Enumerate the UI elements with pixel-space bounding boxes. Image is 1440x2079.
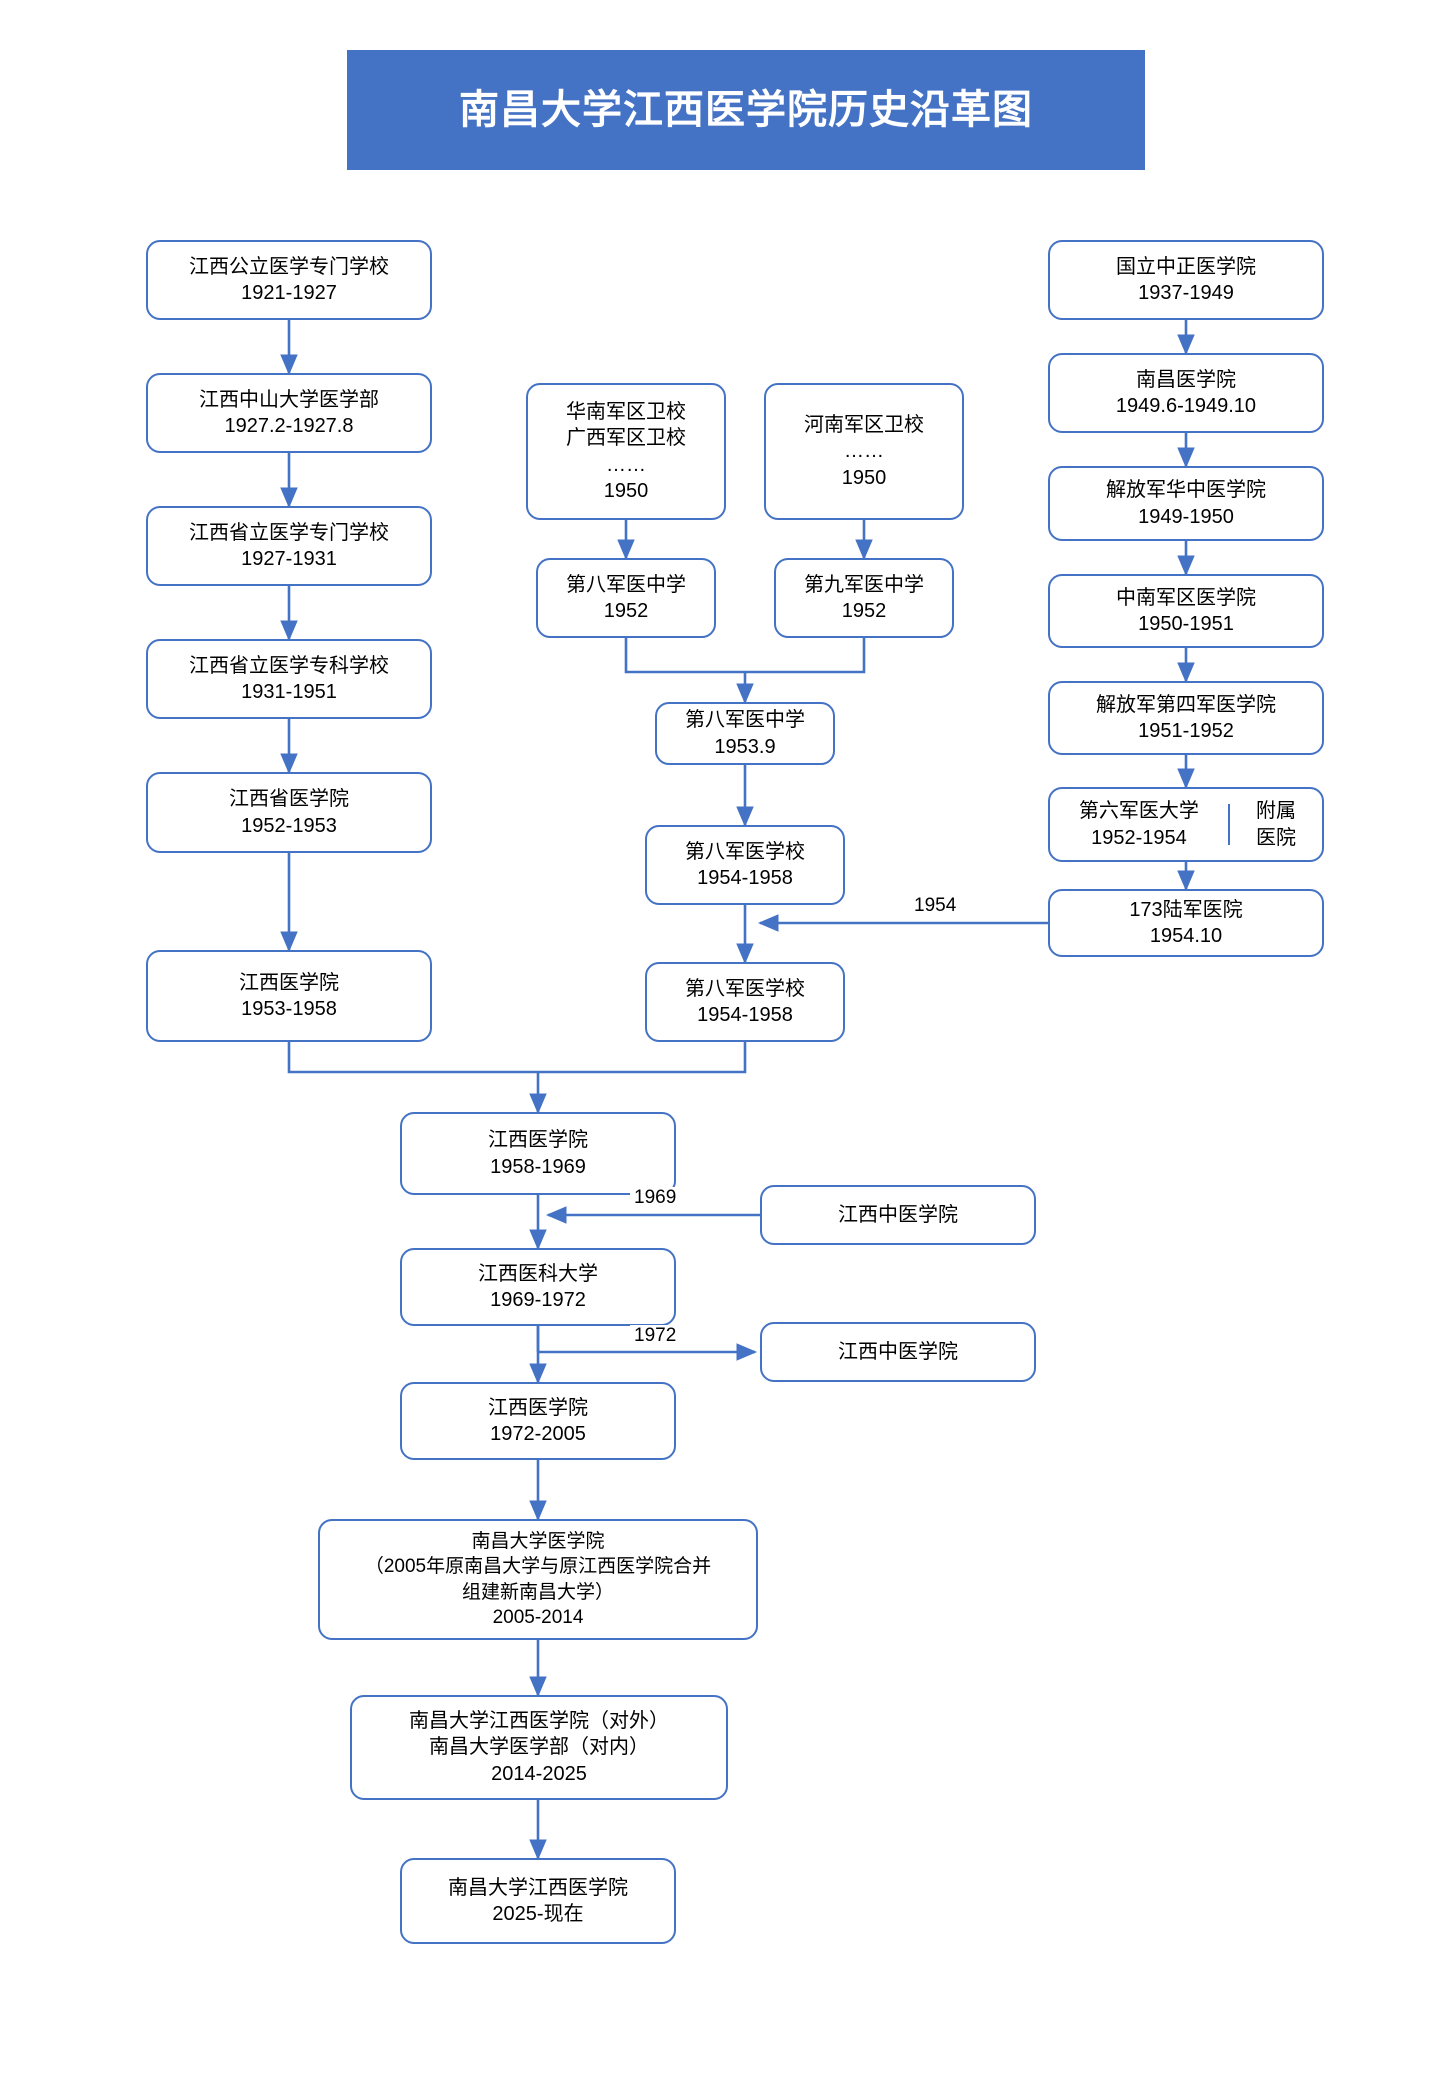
node-line: 第八军医中学 (566, 573, 686, 596)
page-title-text: 南昌大学江西医学院历史沿革图 (459, 88, 1033, 132)
node-line: 江西医学院 (239, 971, 339, 994)
node-line: 1951-1952 (1138, 720, 1234, 742)
node-huanan-guangxi-junqu-weixiao[interactable]: 华南军区卫校 广西军区卫校 …… 1950 (526, 383, 726, 520)
node-jiangxi-sheng-yixueyuan[interactable]: 江西省医学院 1952-1953 (146, 772, 432, 853)
node-divider (1227, 803, 1230, 846)
node-line: …… (844, 440, 884, 463)
node-diliu-junyi-daxue-main: 第六军医大学 1952-1954 (1050, 789, 1228, 860)
node-line: 1949-1950 (1138, 505, 1234, 528)
node-nanchang-daxue-yixueyuan[interactable]: 南昌大学医学院 （2005年原南昌大学与原江西医学院合并 组建新南昌大学） 20… (318, 1519, 758, 1640)
node-line: 江西中山大学医学部 (199, 388, 379, 411)
node-line: 1921-1927 (241, 282, 337, 304)
node-line: 附属 (1256, 800, 1296, 823)
node-jiangxi-zhongyi-xueyuan-1969[interactable]: 江西中医学院 (760, 1185, 1036, 1245)
node-line: 2014-2025 (491, 1762, 587, 1785)
node-line: 第八军医学校 (685, 840, 805, 863)
node-jiangxi-zhongshan-daxue-yixuebu[interactable]: 江西中山大学医学部 1927.2-1927.8 (146, 373, 432, 453)
node-line: 解放军第四军医学院 (1096, 693, 1276, 716)
node-jiangxi-shengli-yixue-zhuanmen[interactable]: 江西省立医学专门学校 1927-1931 (146, 506, 432, 586)
node-line: 1953.9 (714, 735, 776, 758)
node-line: 1949.6-1949.10 (1115, 395, 1257, 417)
node-line: 1950 (841, 466, 887, 489)
node-line: （2005年原南昌大学与原江西医学院合并 (364, 1556, 712, 1578)
node-henan-junqu-weixiao[interactable]: 河南军区卫校 …… 1950 (764, 383, 964, 520)
node-line: 江西中医学院 (838, 1340, 958, 1363)
node-line: 解放军华中医学院 (1106, 479, 1266, 502)
node-line: 1952 (603, 600, 649, 622)
node-173-lujun-yiyuan[interactable]: 173陆军医院 1954.10 (1048, 889, 1324, 957)
node-line: 南昌大学医学部（对内） (429, 1736, 649, 1759)
node-line: 第九军医中学 (804, 573, 924, 596)
node-diba-junyi-zhongxue-1953[interactable]: 第八军医中学 1953.9 (655, 702, 835, 765)
node-line: 1952 (841, 600, 887, 622)
node-line: 1931-1951 (241, 681, 337, 703)
node-nanchang-daxue-jiangxi-yixueyuan-2025[interactable]: 南昌大学江西医学院 2025-现在 (400, 1858, 676, 1944)
node-line: 江西医科大学 (478, 1262, 598, 1285)
node-line: 组建新南昌大学） (461, 1581, 614, 1603)
node-line: 1954.10 (1149, 925, 1223, 947)
node-jiangxi-zhongyi-xueyuan-1972[interactable]: 江西中医学院 (760, 1322, 1036, 1382)
node-guoli-zhongzheng-yixueyuan[interactable]: 国立中正医学院 1937-1949 (1048, 240, 1324, 320)
node-line: 1958-1969 (490, 1155, 586, 1178)
edge-label-1972: 1972 (630, 1325, 681, 1347)
node-nanchang-yixueyuan[interactable]: 南昌医学院 1949.6-1949.10 (1048, 353, 1324, 433)
node-line: 1953-1958 (241, 998, 337, 1020)
node-line: 1950-1951 (1138, 613, 1234, 635)
node-diliu-junyi-daxue[interactable]: 第六军医大学 1952-1954 附属 医院 (1048, 787, 1324, 862)
node-line: 第六军医大学 (1078, 800, 1199, 823)
node-jiangxi-gongli-yixue-zhuanmen[interactable]: 江西公立医学专门学校 1921-1927 (146, 240, 432, 320)
node-jiangxi-yixueyuan-1972[interactable]: 江西医学院 1972-2005 (400, 1382, 676, 1460)
node-line: 1952-1954 (1091, 826, 1187, 849)
node-line: 江西中医学院 (838, 1203, 958, 1226)
node-line: 1954-1958 (697, 867, 793, 889)
node-line: 第八军医中学 (685, 709, 805, 732)
node-line: 华南军区卫校 (566, 400, 686, 423)
node-line: 2025-现在 (492, 1903, 584, 1925)
node-line: 江西医学院 (488, 1129, 588, 1152)
node-line: 江西省医学院 (229, 788, 349, 811)
node-line: 1954-1958 (697, 1004, 793, 1026)
node-jiefangjun-disi-junyi-xueyuan[interactable]: 解放军第四军医学院 1951-1952 (1048, 681, 1324, 755)
node-jiangxi-yixueyuan-1958[interactable]: 江西医学院 1958-1969 (400, 1112, 676, 1195)
node-line: 1927.2-1927.8 (224, 415, 354, 437)
node-line: 江西省立医学专门学校 (189, 521, 389, 544)
node-line: 南昌医学院 (1136, 368, 1236, 391)
node-line: 1972-2005 (490, 1423, 586, 1445)
node-line: 广西军区卫校 (566, 427, 686, 450)
node-diba-junyi-zhongxue-1952[interactable]: 第八军医中学 1952 (536, 558, 716, 638)
node-line: 1937-1949 (1138, 282, 1234, 304)
node-line: 河南军区卫校 (804, 413, 924, 436)
node-jiangxi-yixueyuan-1953[interactable]: 江西医学院 1953-1958 (146, 950, 432, 1042)
node-line: 江西省立医学专科学校 (189, 654, 389, 677)
node-line: 第八军医学校 (685, 977, 805, 1000)
node-line: 1952-1953 (241, 814, 337, 837)
node-line: 1969-1972 (490, 1289, 586, 1311)
node-diba-junyi-xuexiao-a[interactable]: 第八军医学校 1954-1958 (645, 825, 845, 905)
edge-label-1969: 1969 (630, 1187, 681, 1209)
node-line: 江西医学院 (488, 1396, 588, 1419)
node-line: 医院 (1256, 826, 1296, 849)
node-zhongnan-junqu-yixueyuan[interactable]: 中南军区医学院 1950-1951 (1048, 574, 1324, 648)
node-line: 南昌大学江西医学院 (448, 1876, 628, 1899)
node-line: 江西公立医学专门学校 (189, 255, 389, 278)
node-nanchang-daxue-jiangxi-yixueyuan-2014[interactable]: 南昌大学江西医学院（对外） 南昌大学医学部（对内） 2014-2025 (350, 1695, 728, 1800)
node-line: 2005-2014 (492, 1606, 584, 1628)
node-line: 中南军区医学院 (1116, 586, 1256, 609)
node-line: 南昌大学江西医学院（对外） (409, 1709, 669, 1732)
node-diba-junyi-xuexiao-b[interactable]: 第八军医学校 1954-1958 (645, 962, 845, 1042)
edge-label-1954: 1954 (910, 895, 961, 917)
node-line: 1950 (603, 479, 649, 502)
node-jiangxi-yike-daxue[interactable]: 江西医科大学 1969-1972 (400, 1248, 676, 1326)
node-jiefangjun-huazhong-yixueyuan[interactable]: 解放军华中医学院 1949-1950 (1048, 466, 1324, 541)
page-title: 南昌大学江西医学院历史沿革图 (347, 50, 1145, 170)
node-line: 国立中正医学院 (1116, 255, 1256, 278)
node-dijiu-junyi-zhongxue-1952[interactable]: 第九军医中学 1952 (774, 558, 954, 638)
node-fushu-yiyuan: 附属 医院 (1230, 789, 1322, 860)
node-line: 1927-1931 (241, 548, 337, 570)
node-line: …… (606, 453, 646, 476)
node-line: 南昌大学医学院 (471, 1531, 605, 1553)
node-line: 173陆军医院 (1129, 898, 1243, 921)
node-jiangxi-shengli-yixue-zhuanke[interactable]: 江西省立医学专科学校 1931-1951 (146, 639, 432, 719)
